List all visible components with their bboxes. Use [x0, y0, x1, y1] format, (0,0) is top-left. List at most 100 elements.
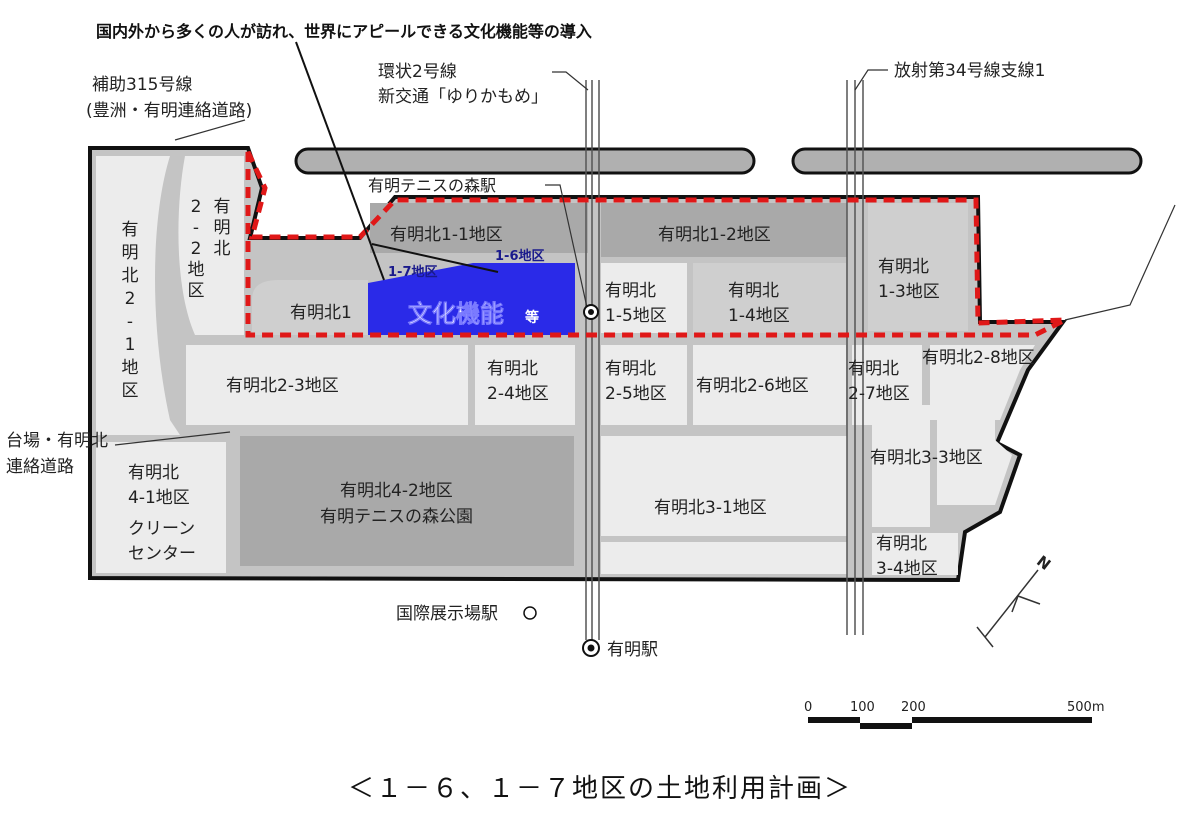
label-d13-b: 1-3地区: [878, 282, 940, 302]
label-d22-col2-char: 明: [214, 218, 231, 238]
label-d1-partial: 有明北1: [290, 303, 352, 323]
project-boundary: [245, 150, 1067, 338]
label-kanjo2-1: 環状2号線: [378, 62, 457, 82]
block-4-2: [240, 436, 574, 566]
label-d21-vertical: 有明北 2 - 1 地区: [122, 220, 139, 401]
label-station-ariake: 有明駅: [607, 640, 658, 660]
leader-headline: [295, 41, 385, 281]
leader-hojo315: [174, 119, 246, 141]
label-d21-char: 1: [125, 335, 136, 355]
block-2-1: [96, 156, 180, 435]
label-d22-col2-char: 有: [214, 197, 231, 217]
scale-500: 500m: [1067, 700, 1104, 715]
label-hojo315-2: (豊洲・有明連絡道路): [86, 101, 252, 121]
north-label: N: [1033, 552, 1054, 574]
block-1-1: [370, 203, 588, 253]
block-2-6: [693, 345, 846, 425]
label-d42-a: 有明北4-2地区: [340, 481, 453, 501]
label-d33: 有明北3-3地区: [870, 448, 983, 468]
block-1-2: [601, 203, 847, 257]
block-3-4: [872, 533, 958, 575]
north-arrow: N: [976, 552, 1054, 648]
label-d15-a: 有明北: [605, 281, 656, 301]
label-hojo315-1: 補助315号線: [92, 75, 192, 95]
leader-kanjo2: [552, 71, 589, 91]
block-2-5: [601, 345, 687, 425]
label-d16: 1-6地区: [495, 248, 545, 264]
culture-area-1-6: [473, 263, 575, 335]
block-3-3b: [937, 376, 1012, 505]
label-station-tennis-mori: 有明テニスの森駅: [368, 176, 496, 195]
label-d41-d: センター: [128, 544, 196, 564]
label-culture-suffix: 等: [525, 309, 539, 326]
label-d12: 有明北1-2地区: [658, 225, 771, 245]
scale-0: 0: [804, 700, 812, 715]
label-d24-a: 有明北: [487, 359, 538, 379]
scale-bar: 0 100 200 500m: [804, 700, 1104, 729]
scale-100: 100: [850, 700, 875, 715]
label-d22-col1-char: 区: [188, 281, 205, 301]
label-d22-col1-char: 地: [188, 260, 205, 280]
label-d27-b: 2-7地区: [848, 384, 910, 404]
label-d14-a: 有明北: [728, 281, 779, 301]
label-d21-char: -: [127, 312, 133, 332]
label-d42-b: 有明テニスの森公園: [320, 507, 473, 527]
block-2-4: [475, 345, 575, 425]
block-4-1: [96, 442, 226, 573]
label-d23: 有明北2-3地区: [226, 376, 339, 396]
land-use-map: 国内外から多くの人が訪れ、世界にアピールできる文化機能等の導入 補助315号線 …: [6, 22, 1176, 729]
headline-text: 国内外から多くの人が訪れ、世界にアピールできる文化機能等の導入: [96, 22, 592, 41]
block-2-3: [186, 345, 468, 425]
label-culture: 文化機能: [408, 300, 504, 328]
label-d21-char: 地: [122, 358, 139, 378]
label-d22-col1-char: 2: [191, 239, 202, 259]
culture-area-notch: [368, 263, 473, 283]
label-d25-b: 2-5地区: [605, 384, 667, 404]
label-daiba-1: 台場・有明北: [6, 431, 108, 451]
expressway-left: [294, 147, 756, 175]
leader-east: [1064, 204, 1176, 321]
label-d22-col2: 有明北: [214, 197, 231, 259]
label-d34-b: 3-4地区: [876, 559, 938, 579]
block-3-1b: [601, 542, 847, 574]
label-d21-char: 2: [125, 289, 136, 309]
label-d26: 有明北2-6地区: [696, 376, 809, 396]
leader-hoshano: [854, 69, 888, 91]
block-3-3a: [872, 405, 930, 527]
block-1-3: [868, 203, 968, 331]
label-d21-char: 区: [122, 381, 139, 401]
leader-tennis-station: [545, 184, 589, 313]
block-1-4: [693, 263, 846, 333]
label-hoshano34: 放射第34号線支線1: [894, 61, 1045, 81]
block-1-west: [252, 280, 368, 335]
label-d25-a: 有明北: [605, 359, 656, 379]
block-3-1: [601, 436, 847, 536]
label-d34-a: 有明北: [876, 534, 927, 554]
block-1-5: [601, 263, 687, 333]
scale-200: 200: [901, 700, 926, 715]
label-d17: 1-7地区: [388, 264, 438, 280]
label-d22-col1-char: -: [193, 218, 199, 238]
station-kokusai-marker: [523, 606, 537, 620]
label-d27-a: 有明北: [848, 359, 899, 379]
label-d21-char: 有: [122, 220, 139, 240]
station-tennis-mori-marker: [583, 304, 599, 320]
map-caption: ＜１－６、１－７地区の土地利用計画＞: [347, 774, 852, 804]
label-d41-a: 有明北: [128, 463, 179, 483]
expressway-right: [791, 147, 1143, 175]
label-d21-char: 北: [122, 266, 139, 286]
label-d22-col1: 2-2地区: [188, 197, 205, 301]
block-2-2: [178, 156, 244, 335]
leader-daiba: [114, 431, 231, 446]
label-d41-c: クリーン: [128, 519, 195, 539]
label-d14-b: 1-4地区: [728, 306, 790, 326]
label-d31: 有明北3-1地区: [654, 498, 767, 518]
label-d13-a: 有明北: [878, 257, 929, 277]
label-daiba-2: 連絡道路: [6, 457, 74, 477]
label-d21-char: 明: [122, 243, 139, 263]
label-station-kokusai: 国際展示場駅: [396, 604, 498, 624]
culture-area-1-7: [368, 283, 473, 335]
label-d41-b: 4-1地区: [128, 488, 190, 508]
label-kanjo2-2: 新交通「ゆりかもめ」: [378, 87, 548, 107]
station-ariake-marker: [582, 639, 600, 657]
